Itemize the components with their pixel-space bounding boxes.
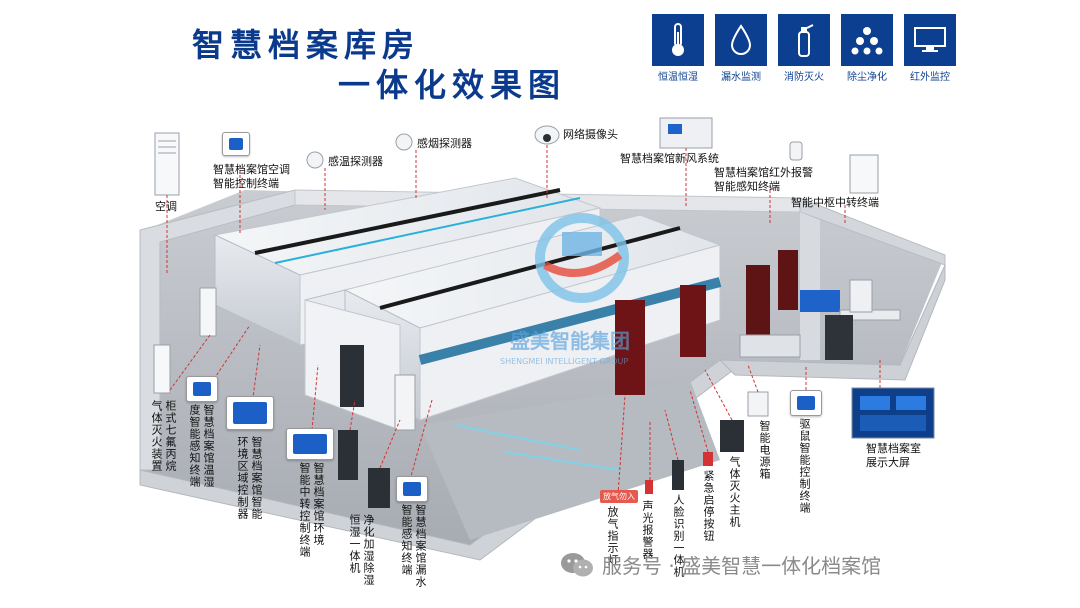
smoke-detector-device	[395, 133, 413, 151]
vlabel-temp-humidity-2: 度智能感知终端	[188, 404, 201, 488]
feature-tiles: 恒温恒湿 漏水监测 消防灭火	[652, 14, 958, 83]
watermark-brand: 盛美智能集团	[510, 329, 630, 353]
vlabel-humidifier-2: 恒湿一体机	[348, 514, 361, 574]
vlabel-humidifier-1: 净化加湿除湿	[362, 514, 375, 586]
humidifier-machine	[340, 345, 364, 407]
leader-lines	[166, 145, 881, 496]
fire-extinguisher-icon	[798, 24, 814, 57]
feature-tile-dust: 除尘净化	[841, 14, 893, 83]
red-door-right	[746, 265, 770, 337]
watermark-sub: SHENGMEI INTELLIGENT GROUP	[500, 357, 628, 366]
vlabel-gas-indicator: 放气指示灯	[606, 506, 619, 566]
label-display-line2: 展示大屏	[866, 456, 910, 469]
vlabel-temp-humidity-1: 智慧档案馆温湿	[202, 404, 215, 488]
vlabel-gas-host: 气体灭火主机	[728, 456, 741, 528]
right-room-front-wall	[718, 264, 946, 381]
title-line-1: 智慧档案库房	[192, 26, 421, 64]
label-temp-detector: 感温探测器	[328, 155, 383, 168]
server-cabinet	[825, 315, 853, 360]
rodent-terminal-device	[790, 390, 822, 416]
desk	[739, 334, 801, 358]
feature-label-temperature: 恒温恒湿	[658, 72, 698, 83]
emergency-button-device	[703, 452, 713, 466]
vlabel-zone-controller-1: 智慧档案馆智能	[250, 436, 263, 520]
feature-label-fire: 消防灭火	[784, 72, 824, 83]
label-hub-terminal: 智能中枢中转终端	[791, 196, 879, 209]
label-camera: 网络摄像头	[563, 128, 618, 141]
monitor-icon	[914, 27, 946, 52]
label-display-line1: 智慧档案室	[866, 442, 921, 455]
alarm-device	[645, 480, 653, 494]
feature-tile-temperature: 恒温恒湿	[652, 14, 704, 83]
water-drop-icon	[730, 24, 752, 55]
vlabel-leak-1: 智慧档案馆漏水	[414, 504, 427, 588]
red-door-side	[680, 285, 706, 357]
label-fresh-air: 智慧档案馆新风系统	[620, 152, 719, 165]
display-screen-device	[851, 387, 935, 439]
lower-corridor	[420, 380, 720, 540]
hub-terminal-device	[849, 154, 879, 194]
camera-device	[534, 125, 560, 145]
leak-terminal-device	[396, 476, 428, 502]
vlabel-alarm: 声光报警器	[641, 500, 654, 560]
title-line-2: 一体化效果图	[338, 66, 567, 104]
vlabel-leak-2: 智能感知终端	[400, 504, 413, 576]
floor-ac-unit	[394, 374, 416, 431]
vlabel-face-recognition: 人脸识别一体机	[672, 494, 685, 578]
thermometer-icon	[672, 23, 684, 56]
air-conditioner-device	[154, 132, 180, 196]
infrared-device	[789, 141, 803, 161]
relay-control-device	[286, 428, 334, 460]
gas-extinguisher-unit	[199, 287, 217, 337]
label-ac-terminal-line2: 智能控制终端	[213, 177, 279, 190]
gas-warning-sign: 放气勿入	[600, 490, 638, 503]
red-door-main	[615, 300, 645, 395]
display-wall	[800, 290, 840, 312]
gas-host-device	[720, 420, 744, 452]
footer: 服务号 · 盛美智慧一体化档案馆	[560, 550, 881, 579]
red-door-back	[778, 250, 798, 310]
watermark-logo	[535, 213, 629, 303]
feature-label-leak: 漏水监测	[721, 72, 761, 83]
vlabel-relay-control-1: 智慧档案馆环境	[312, 462, 325, 546]
zone-controller-device	[226, 396, 274, 430]
footer-text: 服务号 · 盛美智慧一体化档案馆	[602, 554, 882, 578]
right-room-wall	[800, 212, 820, 360]
vlabel-relay-control-2: 智能中转控制终端	[298, 462, 311, 558]
face-recognition-device	[672, 460, 684, 490]
feature-tile-monitor: 红外监控	[904, 14, 956, 83]
feature-tile-leak: 漏水监测	[715, 14, 767, 83]
feature-tile-fire: 消防灭火	[778, 14, 830, 83]
vlabel-gas-cabinet-1: 柜式七氟丙烷	[164, 400, 177, 472]
fresh-air-device	[659, 117, 713, 149]
label-infrared-line2: 智能感知终端	[714, 180, 780, 193]
vlabel-rodent: 驱鼠智能控制终端	[798, 418, 811, 514]
dust-dots-icon	[851, 27, 883, 55]
purifier-device-front	[368, 468, 390, 508]
vlabel-gas-cabinet-2: 气体灭火装置	[150, 400, 163, 472]
feature-label-monitor: 红外监控	[910, 72, 950, 83]
ac-terminal-device	[222, 132, 250, 156]
wechat-icon	[561, 552, 593, 576]
temp-detector-device	[306, 151, 324, 169]
vlabel-power-box: 智能电源箱	[758, 420, 771, 480]
vlabel-zone-controller-2: 环境区域控制器	[236, 436, 249, 520]
humidifier-device-front	[338, 430, 358, 480]
label-infrared-line1: 智慧档案馆红外报警	[714, 166, 813, 179]
label-ac-terminal-line1: 智慧档案馆空调	[213, 163, 290, 176]
label-air-conditioner: 空调	[155, 200, 177, 213]
feature-label-dust: 除尘净化	[847, 72, 887, 83]
vlabel-emergency-button: 紧急启停按钮	[702, 470, 715, 542]
power-box-device	[747, 391, 769, 417]
gas-cabinet-device	[153, 344, 171, 394]
cabinet-right	[849, 279, 873, 313]
temp-humidity-terminal-device	[186, 376, 218, 402]
label-smoke-detector: 感烟探测器	[417, 137, 472, 150]
